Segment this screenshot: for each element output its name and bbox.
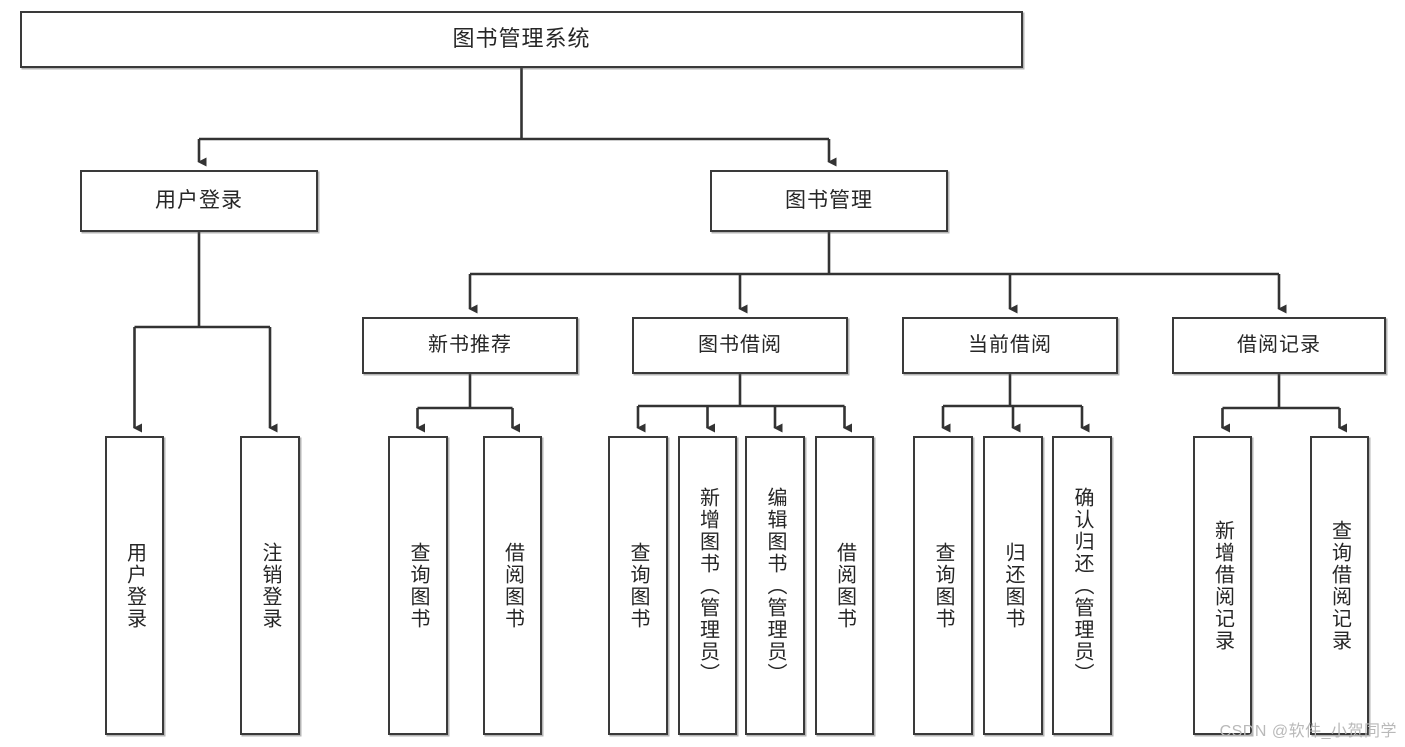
node-leaf-edit-book-label: 编辑图书（管理员）	[764, 486, 786, 685]
node-leaf-confirm-return-label: 确认归还（管理员）	[1071, 486, 1093, 685]
node-borrow-record-label: 借阅记录	[1237, 333, 1321, 356]
node-leaf-user-logout[interactable]: 注销登录	[240, 436, 300, 735]
node-leaf-add-book-label: 新增图书（管理员）	[696, 486, 719, 685]
node-leaf-borrow-book-2[interactable]: 借阅图书	[815, 436, 874, 735]
node-leaf-query-record-label: 查询借阅记录	[1328, 519, 1351, 652]
node-current-borrow[interactable]: 当前借阅	[902, 317, 1118, 374]
node-leaf-query-book-2[interactable]: 查询图书	[608, 436, 668, 735]
node-leaf-query-book-1-label: 查询图书	[407, 541, 429, 630]
node-leaf-query-record[interactable]: 查询借阅记录	[1310, 436, 1369, 735]
node-root[interactable]: 图书管理系统	[20, 11, 1023, 68]
node-leaf-user-login-label: 用户登录	[123, 541, 146, 630]
node-leaf-query-book-3[interactable]: 查询图书	[913, 436, 973, 735]
node-leaf-query-book-2-label: 查询图书	[627, 541, 649, 630]
node-new-book-recommend-label: 新书推荐	[428, 333, 512, 356]
node-book-borrow[interactable]: 图书借阅	[632, 317, 848, 374]
node-root-label: 图书管理系统	[452, 26, 591, 52]
node-leaf-return-book[interactable]: 归还图书	[983, 436, 1043, 735]
node-new-book-recommend[interactable]: 新书推荐	[362, 317, 578, 374]
node-book-management-label: 图书管理	[785, 188, 873, 212]
node-leaf-add-record-label: 新增借阅记录	[1211, 519, 1234, 652]
node-borrow-record[interactable]: 借阅记录	[1172, 317, 1386, 374]
node-leaf-add-record[interactable]: 新增借阅记录	[1193, 436, 1252, 735]
node-book-borrow-label: 图书借阅	[698, 333, 782, 356]
node-leaf-confirm-return[interactable]: 确认归还（管理员）	[1052, 436, 1112, 735]
node-leaf-add-book[interactable]: 新增图书（管理员）	[678, 436, 737, 735]
node-user-login-label: 用户登录	[155, 188, 243, 212]
watermark-text: CSDN @软件_小贺同学	[1219, 723, 1397, 740]
node-leaf-borrow-book-2-label: 借阅图书	[833, 541, 856, 630]
node-leaf-query-book-3-label: 查询图书	[932, 541, 954, 630]
node-book-management[interactable]: 图书管理	[710, 170, 948, 232]
node-leaf-return-book-label: 归还图书	[1002, 541, 1024, 630]
node-leaf-query-book-1[interactable]: 查询图书	[388, 436, 448, 735]
node-leaf-user-logout-label: 注销登录	[259, 541, 281, 630]
node-leaf-user-login[interactable]: 用户登录	[105, 436, 164, 735]
node-leaf-borrow-book-1[interactable]: 借阅图书	[483, 436, 542, 735]
node-leaf-borrow-book-1-label: 借阅图书	[501, 541, 524, 630]
node-leaf-edit-book[interactable]: 编辑图书（管理员）	[745, 436, 805, 735]
node-user-login[interactable]: 用户登录	[80, 170, 318, 232]
node-current-borrow-label: 当前借阅	[968, 333, 1052, 356]
